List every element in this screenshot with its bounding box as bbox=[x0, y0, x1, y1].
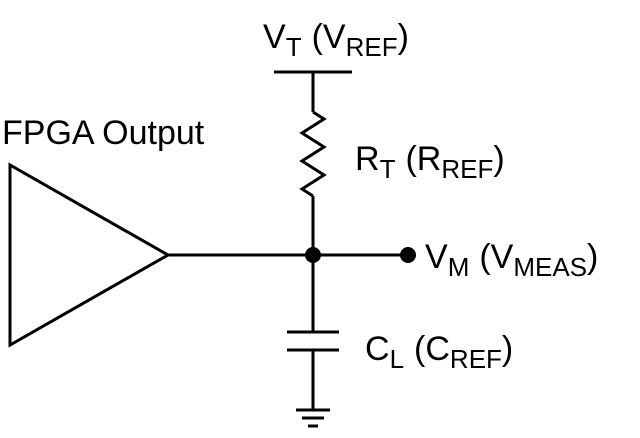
output-buffer-triangle bbox=[8, 162, 172, 348]
rt-label: RT(RREF) bbox=[355, 140, 505, 184]
fpga-output-label: FPGA Output bbox=[2, 114, 205, 152]
ground-icon bbox=[296, 408, 330, 428]
resistor-rt bbox=[299, 110, 327, 198]
vm-terminal bbox=[400, 247, 416, 263]
vt-label: VT(VREF) bbox=[263, 18, 409, 62]
cl-label: CL(CREF) bbox=[365, 330, 513, 374]
vm-label: VM(VMEAS) bbox=[425, 238, 598, 282]
